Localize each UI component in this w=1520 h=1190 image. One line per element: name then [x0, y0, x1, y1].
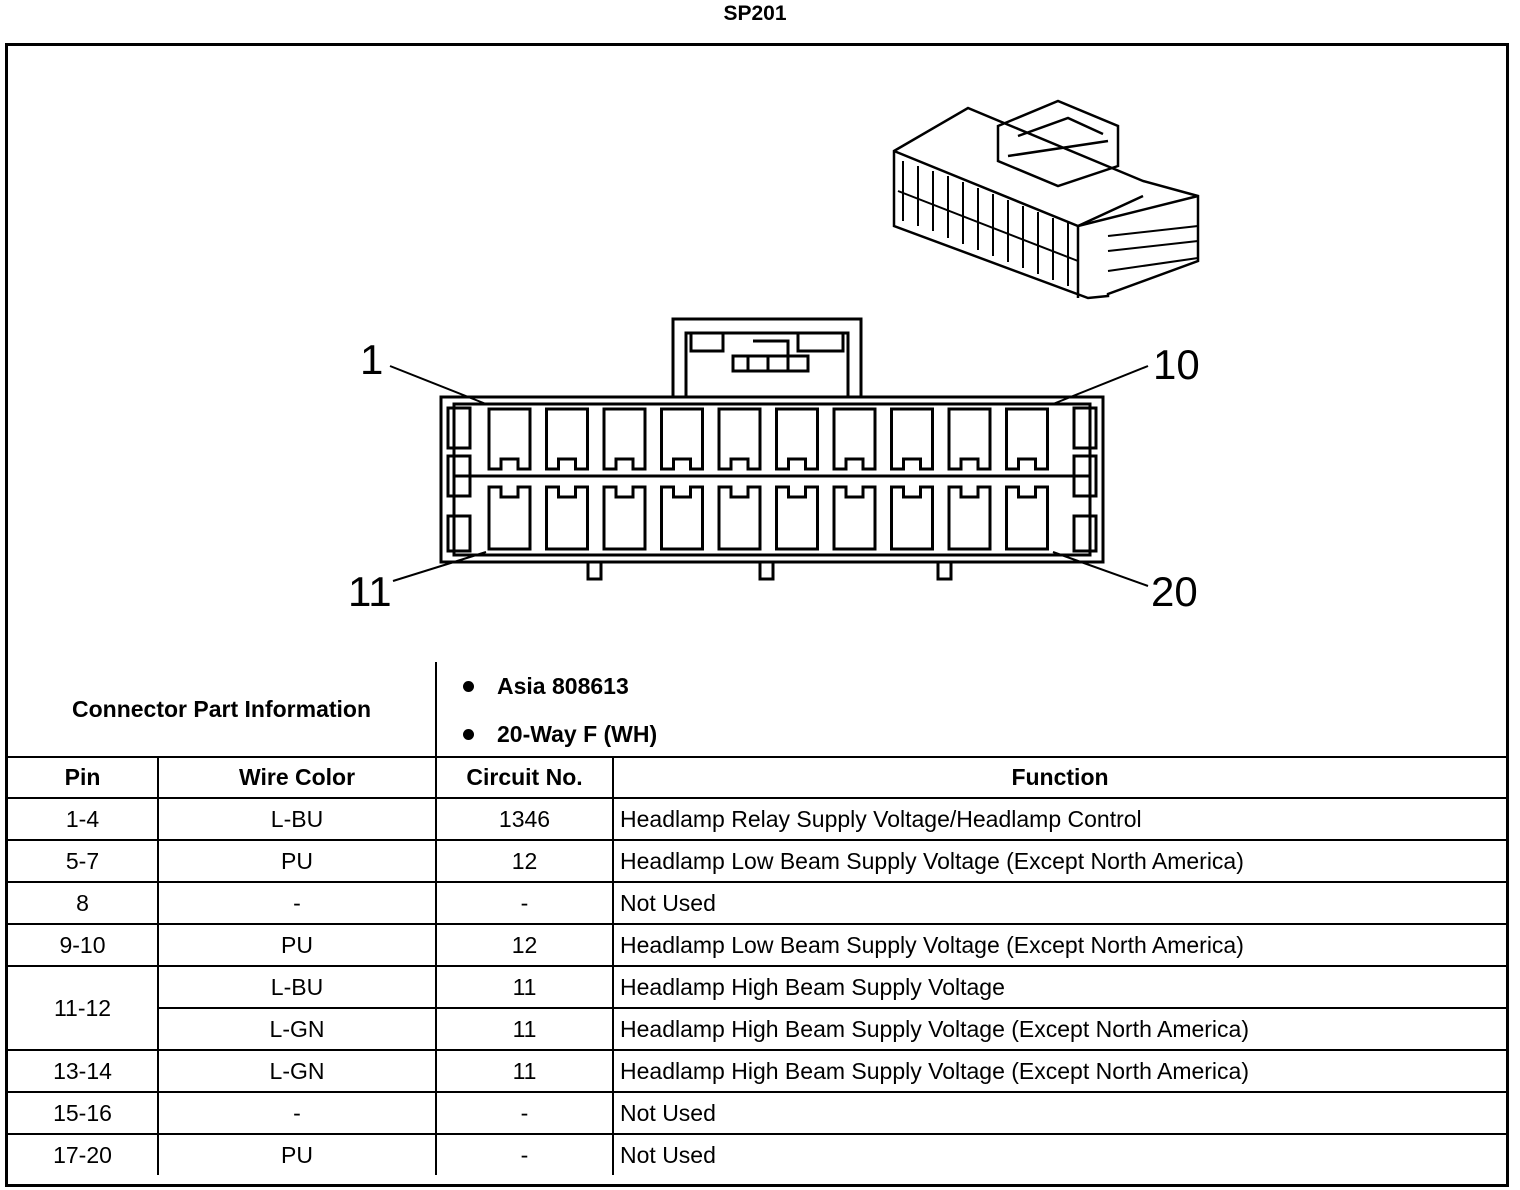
- circuit-cell: 11: [435, 1007, 615, 1051]
- function-cell: Not Used: [612, 1133, 1506, 1175]
- table-row: 17-20 PU - Not Used: [8, 1133, 1506, 1175]
- table-row: 11-12 L-BU 11 Headlamp High Beam Supply …: [8, 965, 1506, 1051]
- wire-color-cell: L-BU: [156, 965, 438, 1009]
- column-header-pin: Pin: [8, 756, 159, 799]
- pin-cavity-12: [545, 485, 589, 551]
- connector-sheet: 1 10 11 20 Connector Part Information As…: [5, 43, 1509, 1187]
- pin-cavity-6: [775, 407, 819, 471]
- pin-cavity-11: [487, 485, 532, 551]
- pin-cell: 15-16: [8, 1091, 159, 1135]
- connector-info-values: Asia 808613 20-Way F (WH): [435, 662, 1506, 758]
- circuit-cell: -: [435, 1133, 615, 1175]
- pin-cavity-5: [717, 407, 762, 471]
- pin-label-11: 11: [348, 568, 392, 615]
- pin-cavity-15: [717, 485, 762, 551]
- circuit-cell: 12: [435, 923, 615, 967]
- connector-drawing: [389, 99, 1200, 587]
- circuit-cell: 11: [435, 965, 615, 1009]
- pin-cell: 13-14: [8, 1049, 159, 1093]
- function-cell: Not Used: [612, 881, 1506, 925]
- pin-cavities: [487, 407, 1049, 551]
- pin-cavity-17: [832, 485, 877, 551]
- wire-color-cell: PU: [156, 839, 438, 883]
- function-cell: Headlamp Relay Supply Voltage/Headlamp C…: [612, 797, 1506, 841]
- column-header-circuit: Circuit No.: [435, 756, 615, 799]
- pin-cavity-9: [947, 407, 992, 471]
- pin-cell: 9-10: [8, 923, 159, 967]
- pin-cavity-19: [947, 485, 992, 551]
- pin-label-1: 1: [360, 336, 384, 383]
- pin-cell: 11-12: [8, 965, 159, 1051]
- connector-part-number: Asia 808613: [463, 672, 1500, 700]
- pin-cavity-13: [602, 485, 647, 551]
- pin-cell: 8: [8, 881, 159, 925]
- pin-cavity-3: [602, 407, 647, 471]
- pin-cavity-8: [890, 407, 934, 471]
- diagram-title: SP201: [723, 2, 787, 25]
- function-cell: Headlamp High Beam Supply Voltage (Excep…: [612, 1049, 1506, 1093]
- table-row: 8 - - Not Used: [8, 881, 1506, 925]
- pin-label-20: 20: [1151, 568, 1198, 615]
- function-cell: Headlamp High Beam Supply Voltage: [612, 965, 1506, 1009]
- connector-face: [439, 317, 1105, 581]
- table-row: 13-14 L-GN 11 Headlamp High Beam Supply …: [8, 1049, 1506, 1093]
- pin-cavity-16: [775, 485, 819, 551]
- function-cell: Not Used: [612, 1091, 1506, 1135]
- table-header: Pin Wire Color Circuit No. Function: [8, 756, 1506, 799]
- pin-cavity-1: [487, 407, 532, 471]
- pin-label-10: 10: [1153, 341, 1200, 388]
- table-row: 5-7 PU 12 Headlamp Low Beam Supply Volta…: [8, 839, 1506, 883]
- pinout-table: Connector Part Information Asia 808613 2…: [8, 662, 1506, 1175]
- connector-info-label: Connector Part Information: [8, 662, 438, 758]
- connector-diagram: 1 10 11 20: [8, 46, 1506, 662]
- pin-cavity-4: [660, 407, 704, 471]
- pin-cell: 17-20: [8, 1133, 159, 1175]
- wire-color-cell: -: [156, 881, 438, 925]
- connector-description: 20-Way F (WH): [463, 720, 1500, 748]
- pin-cavity-14: [660, 485, 704, 551]
- column-header-function: Function: [612, 756, 1506, 799]
- wire-color-cell: L-GN: [158, 1007, 438, 1051]
- wire-color-cell: PU: [156, 923, 438, 967]
- pin-cavity-2: [545, 407, 589, 471]
- connector-3d-view: [892, 99, 1200, 300]
- wire-color-cell: L-GN: [156, 1049, 438, 1093]
- function-cell: Headlamp Low Beam Supply Voltage (Except…: [612, 839, 1506, 883]
- column-header-wire-color: Wire Color: [156, 756, 438, 799]
- pin-cavity-18: [890, 485, 934, 551]
- table-row: 1-4 L-BU 1346 Headlamp Relay Supply Volt…: [8, 797, 1506, 841]
- wire-color-cell: PU: [156, 1133, 438, 1175]
- pin-cavity-10: [1005, 407, 1049, 471]
- circuit-cell: 12: [435, 839, 615, 883]
- table-row: 9-10 PU 12 Headlamp Low Beam Supply Volt…: [8, 923, 1506, 967]
- circuit-cell: -: [435, 1091, 615, 1135]
- pin-cavity-20: [1005, 485, 1049, 551]
- function-cell: Headlamp Low Beam Supply Voltage (Except…: [612, 923, 1506, 967]
- circuit-cell: 11: [435, 1049, 615, 1093]
- table-row: L-GN 11 Headlamp High Beam Supply Voltag…: [8, 1007, 1506, 1051]
- circuit-cell: 1346: [435, 797, 615, 841]
- pin-leader-lines: [389, 365, 1149, 587]
- pin-cell: 1-4: [8, 797, 159, 841]
- function-cell: Headlamp High Beam Supply Voltage (Excep…: [612, 1007, 1506, 1051]
- pin-cell: 5-7: [8, 839, 159, 883]
- wire-color-cell: -: [156, 1091, 438, 1135]
- wire-color-cell: L-BU: [156, 797, 438, 841]
- circuit-cell: -: [435, 881, 615, 925]
- connector-info-row: Connector Part Information Asia 808613 2…: [8, 662, 1506, 758]
- table-row: 15-16 - - Not Used: [8, 1091, 1506, 1135]
- pin-cavity-7: [832, 407, 877, 471]
